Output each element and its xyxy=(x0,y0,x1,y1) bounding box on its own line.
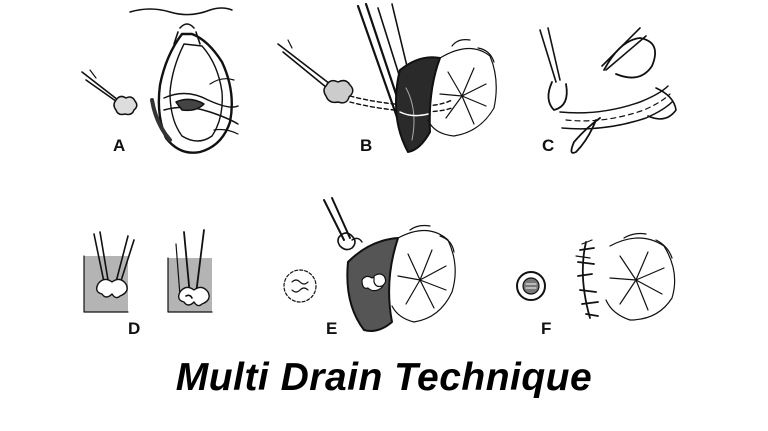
panel-b-illustration xyxy=(277,2,497,153)
panel-label-b: B xyxy=(360,136,373,155)
panel-c-illustration xyxy=(539,27,677,154)
panel-d-illustration xyxy=(83,229,213,313)
panel-label-c: C xyxy=(542,136,555,155)
panel-f-illustration xyxy=(516,232,676,321)
surgical-illustrations xyxy=(81,2,677,332)
panel-label-d: D xyxy=(128,319,141,338)
panel-e-illustration xyxy=(283,197,456,332)
page-title: Multi Drain Technique xyxy=(175,356,593,399)
panel-label-f: F xyxy=(541,319,552,338)
panel-label-a: A xyxy=(113,136,126,155)
panel-a-illustration xyxy=(81,7,239,154)
panel-label-e: E xyxy=(326,319,338,338)
